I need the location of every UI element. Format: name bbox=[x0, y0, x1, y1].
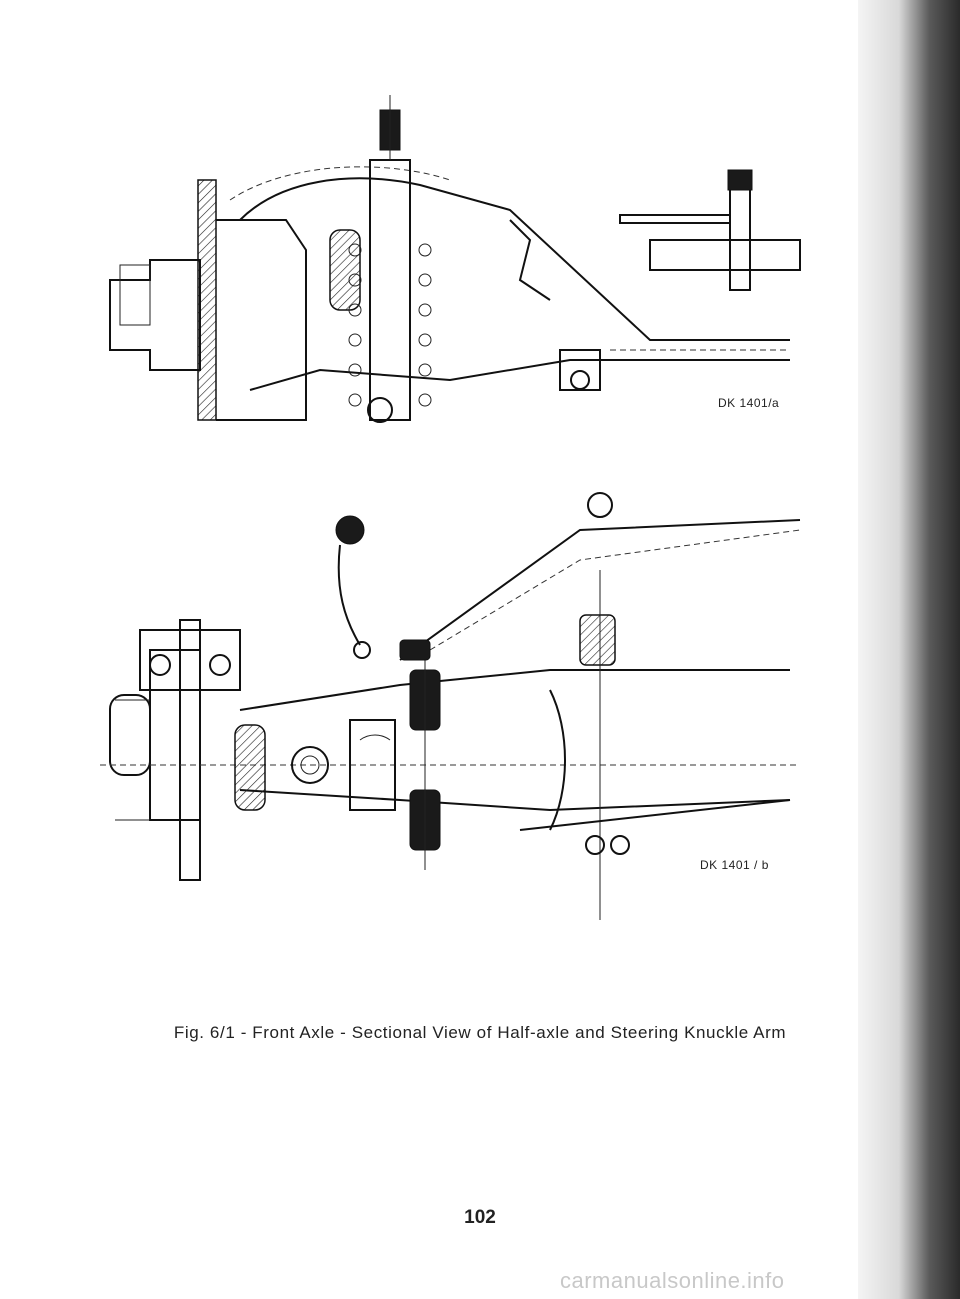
plan-view-drawing: DK 1401 / b bbox=[100, 470, 810, 950]
figure-caption: Fig. 6/1 - Front Axle - Sectional View o… bbox=[173, 1023, 787, 1042]
watermark: carmanualsonline.info bbox=[560, 1268, 785, 1293]
figure-b-code: DK 1401 / b bbox=[700, 858, 769, 872]
page-binding-shadow bbox=[858, 0, 960, 1299]
figure-a-code: DK 1401/a bbox=[718, 396, 780, 410]
sectional-view-drawing: DK 1401/a bbox=[90, 90, 830, 450]
page-number: 102 bbox=[464, 1207, 496, 1228]
